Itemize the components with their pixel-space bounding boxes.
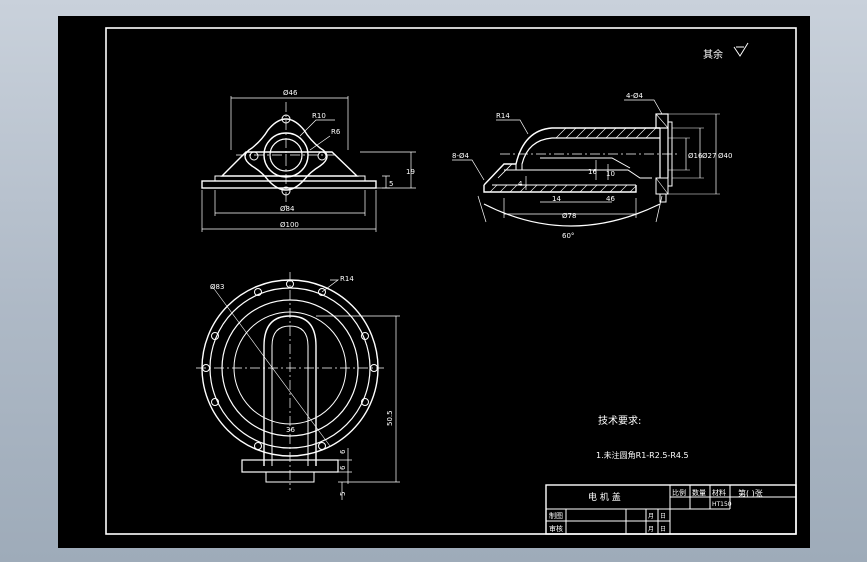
surface-mark-text: 其余 <box>703 48 723 61</box>
dim-19: 19 <box>406 168 415 176</box>
dim-d27: Ø27 <box>702 152 716 160</box>
title-block <box>545 484 797 535</box>
col-qty: 数量 <box>692 488 706 497</box>
dim-d46: Ø46 <box>283 89 298 97</box>
dim-50-5: 50.5 <box>386 410 394 426</box>
dim-r14-plan: R14 <box>340 275 354 283</box>
row-drawn: 制图 <box>549 511 563 520</box>
sheet-number: 第( )张 <box>738 488 763 498</box>
row-checked: 审核 <box>549 524 563 533</box>
dim-4: 4 <box>518 180 523 188</box>
dim-5: 5 <box>389 180 393 188</box>
dim-6b: 6 <box>339 465 347 470</box>
col-scale: 比例 <box>672 488 686 497</box>
dim-8-d4: 8-Ø4 <box>452 152 469 160</box>
dim-d100: Ø100 <box>280 221 299 229</box>
dim-36: 36 <box>286 426 295 434</box>
dim-10: 10 <box>606 170 615 178</box>
part-name: 电 机 盖 <box>588 491 621 503</box>
plan-view <box>196 272 400 500</box>
dim-46: 46 <box>606 195 615 203</box>
dim-d16: Ø16 <box>688 152 703 160</box>
month-1: 月 <box>648 513 654 520</box>
dim-d78: Ø78 <box>562 212 576 220</box>
dim-r14-section: R14 <box>496 112 510 120</box>
dim-r6: R6 <box>331 128 341 136</box>
section-view <box>452 99 720 227</box>
tech-requirements-item: 1.未注圆角R1-R2.5-R4.5 <box>596 450 689 460</box>
drawing-sheet <box>58 16 810 548</box>
day-1: 日 <box>660 513 666 520</box>
dim-60deg: 60° <box>562 232 574 240</box>
dim-14: 14 <box>552 195 561 203</box>
dim-d83: Ø83 <box>210 283 224 291</box>
dim-16: 16 <box>588 168 597 176</box>
col-material: 材料 <box>712 488 726 497</box>
dim-4-d4: 4-Ø4 <box>626 92 643 100</box>
dim-6a: 6 <box>339 449 347 454</box>
dim-d40: Ø40 <box>718 152 732 160</box>
month-2: 月 <box>648 526 654 533</box>
day-2: 日 <box>660 526 666 533</box>
drawing-border <box>105 27 797 535</box>
dim-r10: R10 <box>312 112 326 120</box>
front-view <box>201 96 416 232</box>
dim-5-plan: 5 <box>339 492 347 496</box>
dim-d84: Ø84 <box>280 205 295 213</box>
roughness-symbol <box>733 42 749 57</box>
material-value: HT150 <box>712 501 732 508</box>
tech-requirements-title: 技术要求: <box>598 414 641 427</box>
